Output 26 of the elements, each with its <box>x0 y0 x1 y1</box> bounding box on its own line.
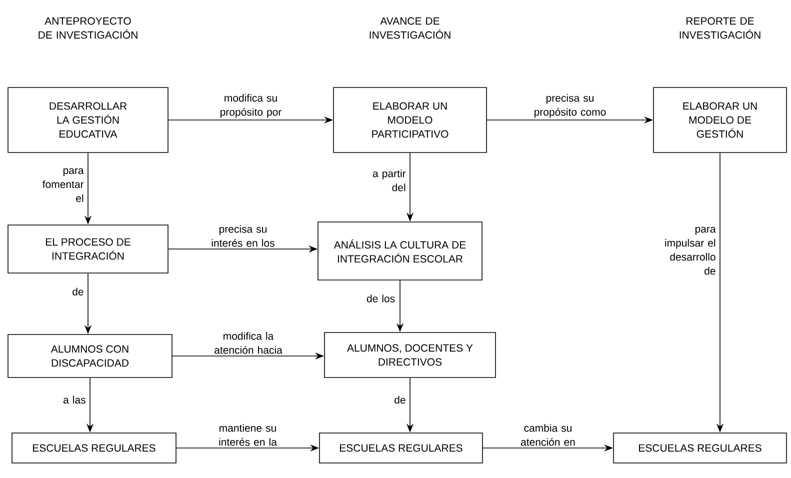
edge-label: de los <box>366 294 395 302</box>
process-box: ELABORAR UN MODELO PARTICIPATIVO <box>333 87 487 153</box>
column-heading: AVANCE DE INVESTIGACIÓN <box>370 17 450 39</box>
process-box: DESARROLLAR LA GESTIÓN EDUCATIVA <box>8 87 168 153</box>
edge-label: modifica la atención hacia <box>214 332 282 354</box>
process-box: ESCUELAS REGULARES <box>613 432 787 464</box>
process-box: ESCUELAS REGULARES <box>319 432 483 464</box>
edge-label: de <box>394 396 406 404</box>
edge-label: precisa su interés en los <box>212 225 274 247</box>
edge-label: precisa su propósito como <box>534 94 606 118</box>
edge-label: a las <box>64 396 86 404</box>
edge-label: cambia su atención en <box>521 424 575 446</box>
process-box: ALUMNOS, DOCENTES Y DIRECTIVOS <box>324 332 496 378</box>
column-heading: ANTEPROYECTO DE INVESTIGACIÓN <box>38 17 138 39</box>
edge-label: para fomentar el <box>42 168 84 202</box>
process-box: ELABORAR UN MODELO DE GESTIÓN <box>653 87 787 153</box>
edge-label: de <box>72 288 84 296</box>
edge-label: modifica su propósito por <box>220 94 282 118</box>
edge-label: mantiene su interés en la <box>219 424 277 446</box>
edge-label: para impulsar el desarrollo de <box>665 226 716 275</box>
edge-label: a partir del <box>372 170 406 192</box>
process-box: ESCUELAS REGULARES <box>12 432 176 464</box>
process-box: EL PROCESO DE INTEGRACIÓN <box>8 224 168 274</box>
process-box: ANÁLISIS LA CULTURA DE INTEGRACIÓN ESCOLAR <box>318 222 482 280</box>
process-box: ALUMNOS CON DISCAPACIDAD <box>8 334 172 378</box>
column-heading: REPORTE DE INVESTIGACIÓN <box>680 17 760 39</box>
